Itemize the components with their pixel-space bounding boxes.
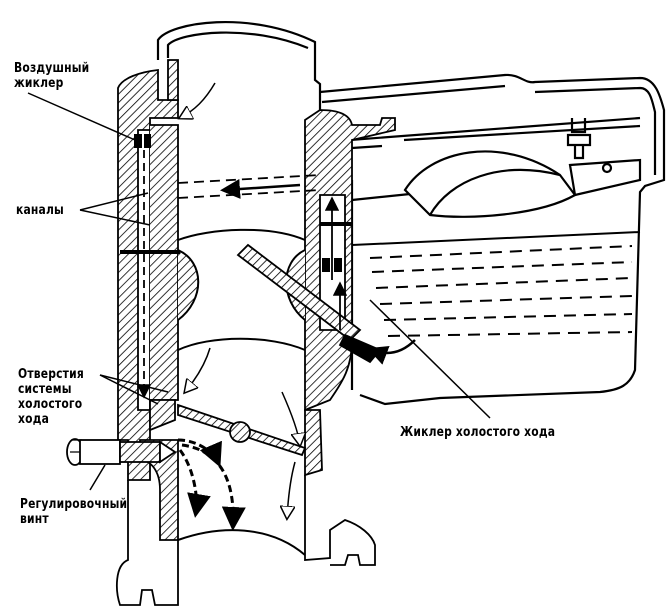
- leader-lines: [27, 92, 491, 491]
- air-horn: [156, 21, 322, 110]
- mixture-flow-arrows: [177, 438, 246, 531]
- air-flow-arrows: [180, 82, 416, 518]
- adjusting-screw: [66, 438, 177, 466]
- main-nozzle: [236, 243, 382, 364]
- label-idle-holes-line1: Отверстия: [18, 367, 84, 382]
- label-idle-holes: Отверстия системы холостого хода: [18, 367, 84, 427]
- channel-bands: [120, 222, 352, 254]
- left-wall-section: [116, 59, 179, 606]
- label-idle-holes-line4: хода: [18, 412, 50, 427]
- label-idle-holes-line3: холостого: [18, 397, 83, 412]
- throttle-valve: [177, 403, 307, 457]
- label-air-jet-line2: жиклер: [14, 76, 64, 91]
- air-jet: [134, 134, 151, 148]
- label-adjusting-screw-line2: винт: [20, 512, 49, 527]
- label-air-jet: Воздушный жиклер: [14, 61, 89, 91]
- label-channels: каналы: [16, 203, 64, 218]
- label-adjusting-screw-line1: Регулировочный: [20, 497, 128, 512]
- fuel-level-dashes: [369, 245, 633, 337]
- idle-jet: [322, 258, 342, 272]
- label-adjusting-screw: Регулировочный винт: [20, 497, 127, 527]
- label-air-jet-line1: Воздушный: [14, 61, 90, 76]
- float-chamber: [319, 73, 666, 406]
- label-idle-holes-line2: системы: [18, 382, 72, 397]
- idle-flow-lines: [136, 150, 348, 399]
- label-idle-jet: Жиклер холостого хода: [400, 425, 556, 440]
